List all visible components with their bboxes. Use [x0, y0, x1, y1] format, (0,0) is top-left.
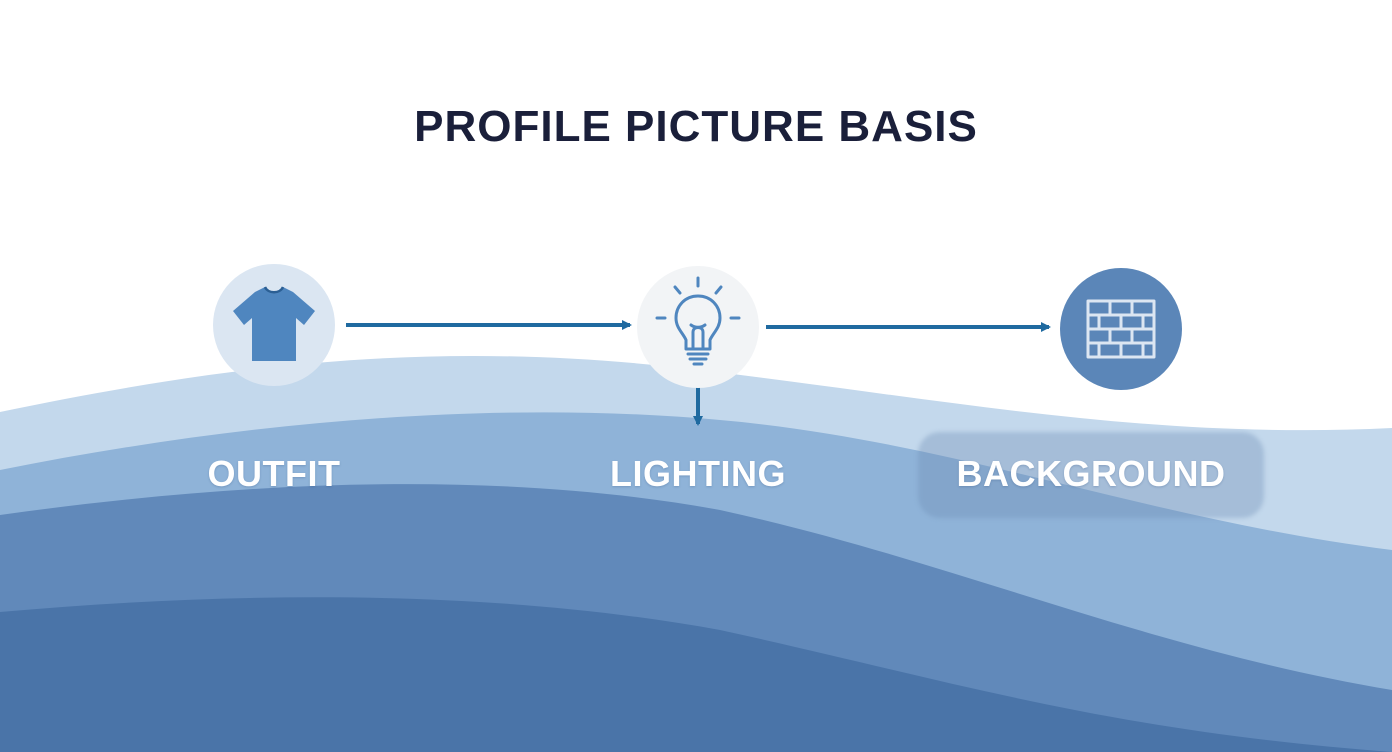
brick-wall-icon — [1086, 299, 1156, 359]
wave-layer-4 — [0, 597, 1392, 752]
diagram-title: PROFILE PICTURE BASIS — [414, 102, 978, 151]
node-background — [1060, 268, 1182, 390]
node-lighting — [637, 266, 759, 388]
node-outfit — [213, 264, 335, 386]
background-label-box — [918, 432, 1264, 518]
tshirt-icon — [233, 286, 315, 361]
label-lighting: LIGHTING — [610, 453, 786, 494]
label-background: BACKGROUND — [956, 453, 1226, 494]
lightbulb-icon — [655, 276, 741, 366]
label-outfit: OUTFIT — [207, 453, 341, 494]
